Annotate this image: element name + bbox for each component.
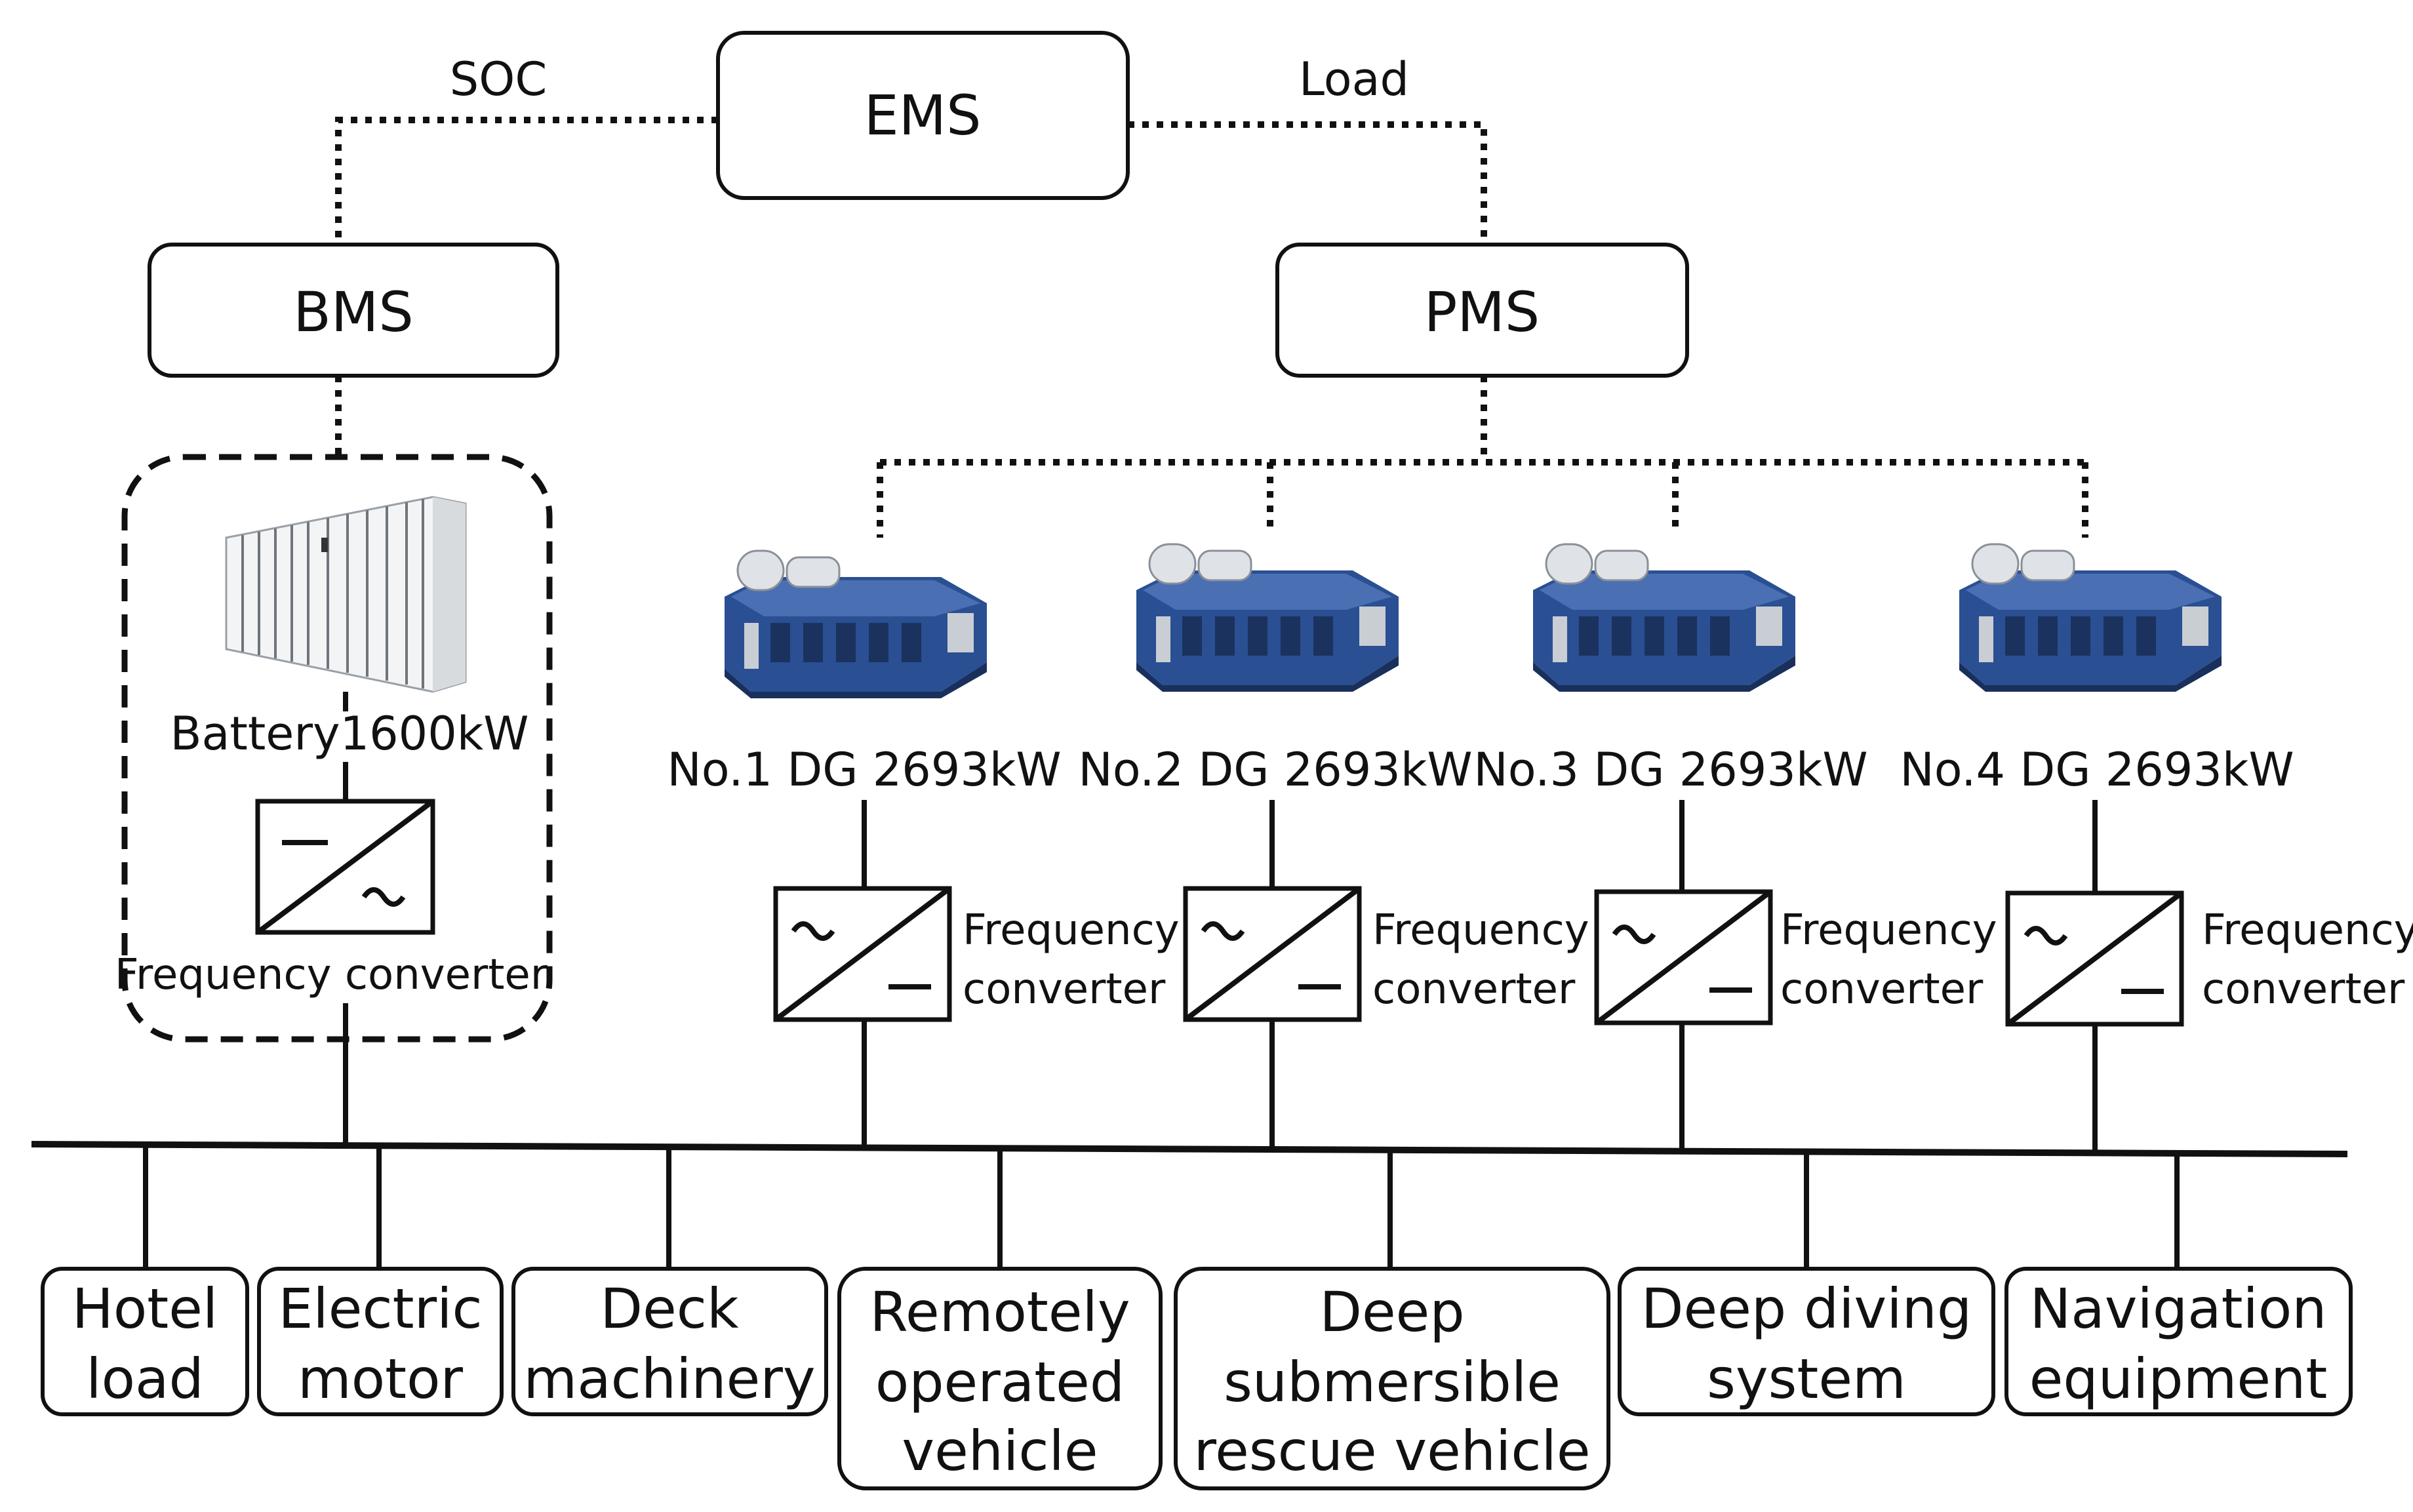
generator-label: No.4 DG 2693kW	[1900, 743, 2294, 797]
load-line: load	[86, 1347, 204, 1411]
battery-group: Battery1600kW Frequency converter	[115, 454, 553, 1144]
converter-label-line2: converter	[963, 965, 1166, 1014]
converter-label-line1: Frequency	[963, 906, 1180, 955]
load-remotely-operated-vehicle: Remotely operated vehicle	[837, 1267, 1163, 1490]
load-line: machinery	[523, 1347, 815, 1411]
generator-unit-1: No.1 DG 2693kW Frequency converter	[667, 549, 1180, 1149]
generator-unit-4: No.4 DG 2693kW Frequency converter	[1900, 543, 2413, 1154]
load-line: vehicle	[902, 1419, 1098, 1483]
load-deck-machinery: Deck machinery	[511, 1267, 828, 1416]
converter-label-line2: converter	[1780, 965, 1984, 1014]
pms-box: PMS	[1275, 243, 1689, 378]
generator-unit-3: No.3 DG 2693kW Frequency converter	[1473, 543, 1997, 1152]
load-line: submersible	[1224, 1350, 1561, 1414]
ac-dc-converter-icon	[2005, 890, 2184, 1027]
converter-label-line1: Frequency	[1372, 906, 1589, 955]
diesel-generator-icon	[1532, 543, 1797, 693]
load-line: Deep diving	[1641, 1277, 1972, 1341]
ems-box: EMS	[716, 31, 1130, 200]
load-navigation-equipment: Navigation equipment	[2004, 1267, 2353, 1416]
converter-label-line2: converter	[2202, 965, 2405, 1014]
generator-label: No.1 DG 2693kW	[667, 743, 1061, 797]
load-hotel-load: Hotel load	[41, 1267, 249, 1416]
main-bus	[31, 1141, 2348, 1157]
battery-converter-label: Frequency converter	[115, 951, 548, 999]
load-line: equipment	[2029, 1347, 2328, 1411]
load-line: Remotely	[869, 1280, 1130, 1344]
pms-label: PMS	[1424, 280, 1540, 344]
generator-label: No.3 DG 2693kW	[1473, 743, 1867, 797]
ems-label: EMS	[864, 83, 982, 148]
bms-label: BMS	[293, 280, 413, 344]
load-line: rescue vehicle	[1193, 1419, 1590, 1483]
load-deep-diving-system: Deep diving system	[1618, 1267, 1995, 1416]
load-line: motor	[298, 1347, 464, 1411]
load-line: operated	[875, 1350, 1125, 1414]
load-line: Deep	[1319, 1280, 1464, 1344]
converter-label-line1: Frequency	[2202, 906, 2413, 955]
load-line: system	[1707, 1347, 1906, 1411]
ac-dc-converter-icon	[1183, 886, 1362, 1022]
ac-dc-converter-icon	[1594, 889, 1773, 1025]
battery-cabinet-icon	[225, 496, 467, 693]
diesel-generator-icon	[1135, 543, 1400, 693]
generator-label: No.2 DG 2693kW	[1078, 743, 1472, 797]
soc-label: SOC	[450, 52, 547, 106]
dc-ac-converter-icon	[255, 799, 435, 935]
load-line: Navigation	[2029, 1277, 2326, 1341]
diesel-generator-icon	[1958, 543, 2223, 693]
converter-label-line2: converter	[1372, 965, 1576, 1014]
load-feeders	[143, 1145, 2180, 1269]
load-label: Load	[1299, 52, 1409, 106]
communication-links	[335, 117, 2088, 538]
load-line: Electric	[278, 1277, 482, 1341]
load-electric-motor: Electric motor	[257, 1267, 504, 1416]
load-deep-submersible-rescue-vehicle: Deep submersible rescue vehicle	[1174, 1267, 1610, 1490]
battery-label: Battery1600kW	[170, 707, 529, 761]
ac-dc-converter-icon	[773, 886, 952, 1022]
diesel-generator-icon	[723, 549, 988, 700]
bms-box: BMS	[148, 243, 559, 378]
load-line: Deck	[600, 1277, 739, 1341]
converter-label-line1: Frequency	[1780, 906, 1997, 955]
generator-unit-2: No.2 DG 2693kW Frequency converter	[1078, 543, 1589, 1150]
load-line: Hotel	[72, 1277, 218, 1341]
